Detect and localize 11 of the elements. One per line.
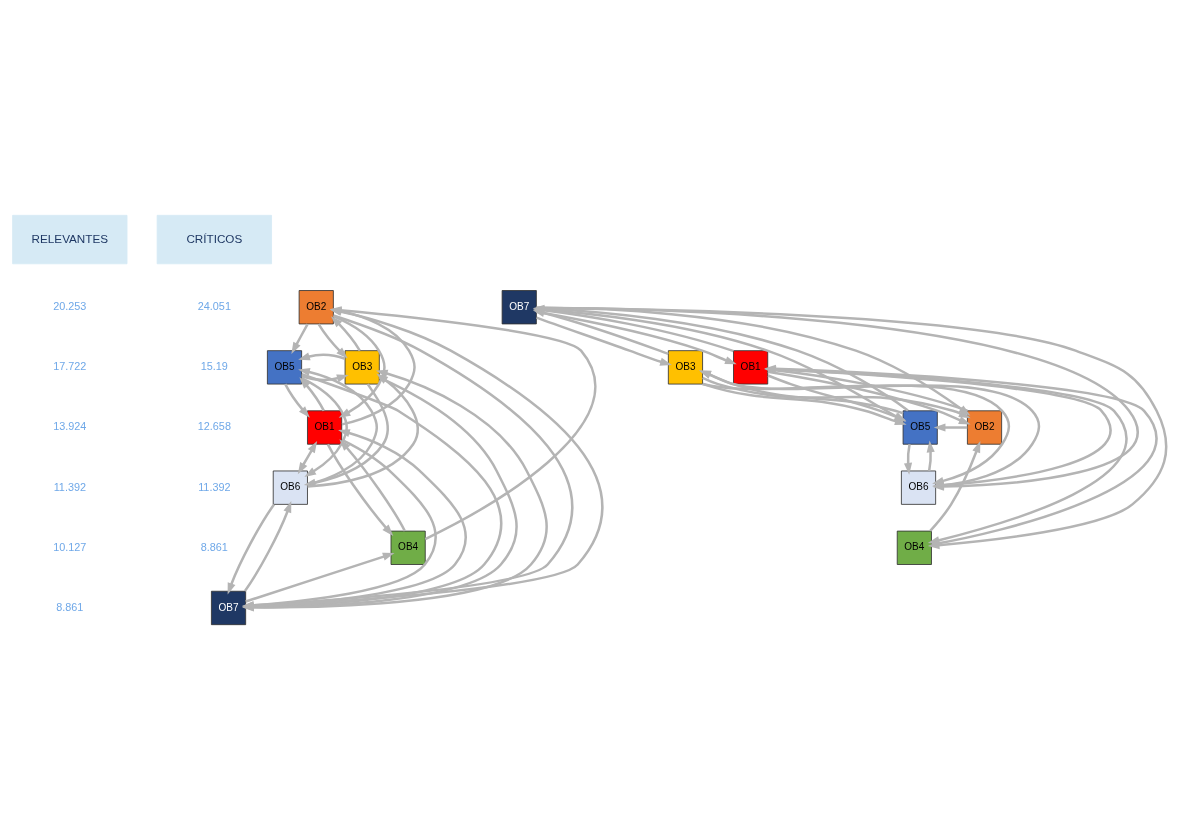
label: 8.861: [200, 540, 228, 553]
label: 10.127: [53, 540, 87, 553]
label: 8.861: [56, 600, 84, 613]
label: 24.051: [197, 299, 231, 312]
label: 15.19: [200, 359, 228, 372]
label: 11.392: [198, 480, 231, 492]
label: 13.924: [53, 419, 87, 432]
label: 11.392: [53, 480, 87, 492]
label: 12.658: [197, 419, 231, 432]
label: 17.722: [53, 359, 87, 372]
label: 20.253: [53, 299, 87, 312]
